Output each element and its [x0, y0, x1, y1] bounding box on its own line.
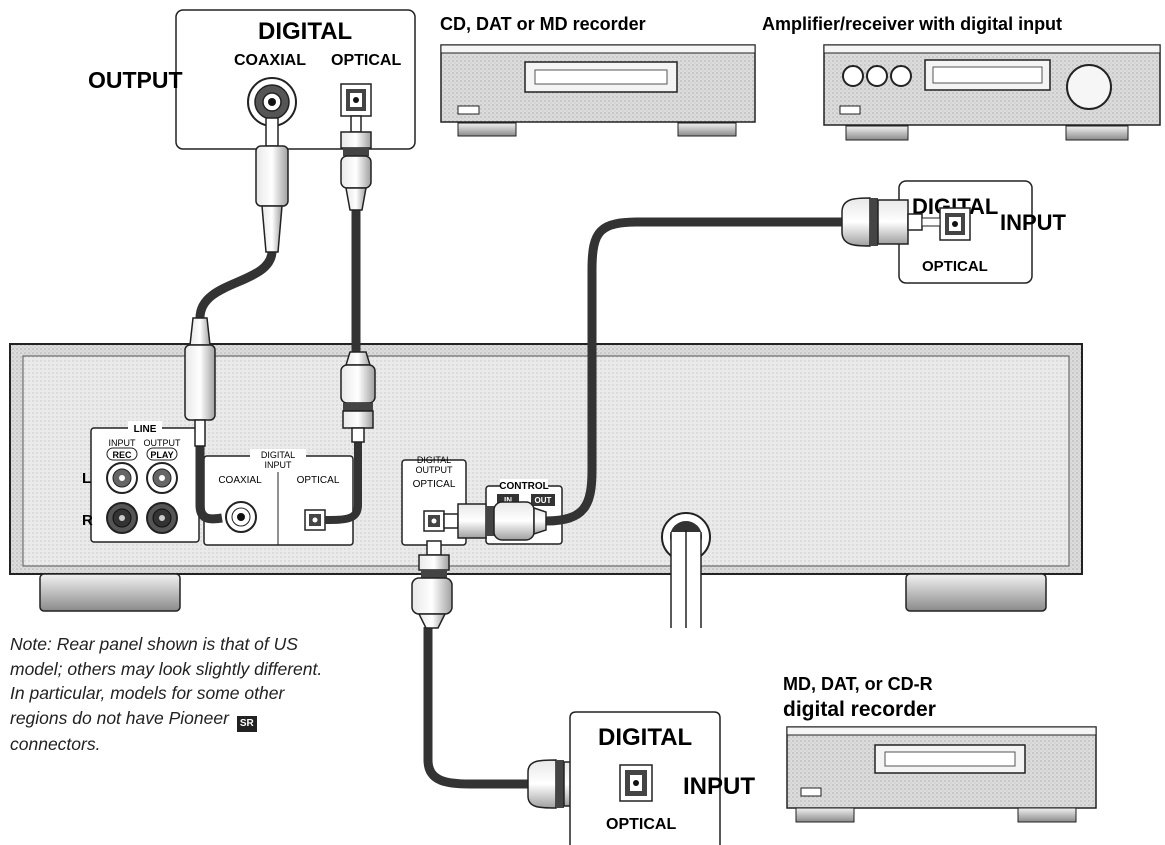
source-optical-label: OPTICAL: [331, 52, 401, 69]
amp-optical-jack[interactable]: [939, 207, 971, 241]
optical-cable-source: [324, 115, 376, 524]
amplifier-device: Amplifier/receiver with digital input: [762, 14, 1161, 141]
recorder-top-device: CD, DAT or MD recorder: [440, 14, 756, 137]
panel-optical-output-jack[interactable]: [423, 510, 445, 532]
channel-r-label: R: [82, 512, 93, 529]
line-play-r-jack[interactable]: [146, 502, 178, 534]
amp-input-label: INPUT: [1000, 210, 1067, 235]
note-text-main: Note: Rear panel shown is that of US mod…: [10, 634, 323, 728]
recorder-digital-label: DIGITAL: [598, 724, 692, 751]
amp-digital-input-panel: DIGITAL INPUT OPTICAL: [898, 180, 1067, 284]
recorder-bottom-device: MD, DAT, or CD-R digital recorder: [783, 674, 1097, 823]
digital-output-label-1: DIGITAL: [417, 455, 451, 465]
coaxial-cable: [184, 117, 289, 524]
digital-input-jack-group: DIGITAL INPUT COAXIAL OPTICAL: [203, 449, 354, 546]
output-label: OUTPUT: [88, 67, 183, 93]
amplifier-label: Amplifier/receiver with digital input: [762, 14, 1062, 34]
line-rec-l-jack[interactable]: [106, 462, 138, 494]
recorder-digital-input-panel: DIGITAL INPUT OPTICAL: [569, 711, 755, 845]
digital-output-optical-label: OPTICAL: [413, 479, 456, 490]
digital-input-label-1: DIGITAL: [261, 450, 295, 460]
panel-coaxial-label: COAXIAL: [218, 475, 262, 486]
recorder-bottom-label-line2: digital recorder: [783, 698, 936, 721]
sr-logo-icon: SR: [236, 715, 257, 732]
line-output-label: OUTPUT: [144, 438, 182, 448]
source-coaxial-jack[interactable]: [247, 77, 297, 127]
recorder-top-label: CD, DAT or MD recorder: [440, 14, 646, 34]
source-digital-label: DIGITAL: [258, 18, 352, 45]
recorder-bottom-label-line1: MD, DAT, or CD-R: [783, 674, 933, 694]
line-rec-r-jack[interactable]: [106, 502, 138, 534]
panel-optical-input-jack[interactable]: [304, 509, 326, 531]
play-label: PLAY: [150, 450, 173, 460]
digital-output-label-2: OUTPUT: [416, 465, 454, 475]
panel-optical-label: OPTICAL: [297, 475, 340, 486]
line-label: LINE: [134, 424, 157, 435]
source-optical-jack[interactable]: [340, 83, 372, 117]
line-jack-group: LINE INPUT OUTPUT REC PLAY L R: [82, 421, 200, 543]
recorder-optical-jack[interactable]: [619, 764, 653, 802]
recorder-optical-label: OPTICAL: [606, 816, 676, 833]
rear-panel: LINE INPUT OUTPUT REC PLAY L R: [9, 343, 1083, 628]
optical-cable-amp: [443, 197, 941, 541]
note-text: Note: Rear panel shown is that of US mod…: [10, 632, 340, 756]
recorder-input-label: INPUT: [683, 773, 755, 800]
line-play-l-jack[interactable]: [146, 462, 178, 494]
digital-input-label-2: INPUT: [265, 460, 293, 470]
amp-optical-label: OPTICAL: [922, 258, 988, 275]
note-text-end: connectors.: [10, 733, 101, 754]
source-digital-output-panel: OUTPUT DIGITAL COAXIAL OPTICAL: [88, 9, 416, 150]
line-input-label: INPUT: [109, 438, 137, 448]
source-coaxial-label: COAXIAL: [234, 52, 306, 69]
control-label: CONTROL: [499, 481, 548, 492]
control-in-label: IN: [504, 496, 512, 505]
power-cord: [661, 512, 711, 628]
digital-output-jack-group: DIGITAL OUTPUT OPTICAL: [401, 455, 467, 546]
channel-l-label: L: [82, 470, 91, 487]
panel-coaxial-input-jack[interactable]: [225, 501, 257, 533]
rec-label: REC: [112, 450, 132, 460]
control-out-label: OUT: [535, 496, 552, 505]
